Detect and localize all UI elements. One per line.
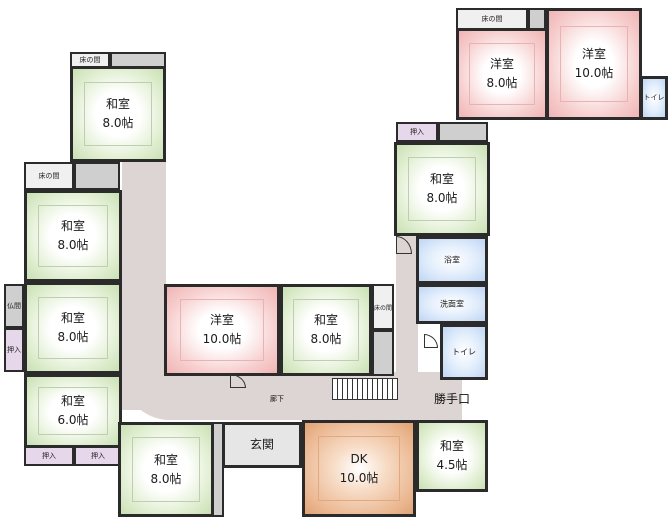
washroom-label: 洗面室: [440, 299, 464, 309]
room-name: 洋室: [581, 47, 606, 61]
room-name: 和室: [153, 452, 178, 467]
tatami-inner: [38, 205, 108, 267]
hallway-vertical-right: [396, 236, 418, 416]
tatami-inner: [293, 299, 359, 361]
room-label: 和室 6.0帖: [27, 392, 119, 430]
room-size: 8.0帖: [150, 471, 182, 486]
room-genkan: 玄関: [222, 422, 302, 468]
tatami-inner: [131, 437, 201, 502]
bath-label: 浴室: [444, 255, 460, 265]
room-size: 10.0帖: [339, 470, 379, 485]
room-youshitsu-center: 洋室 10.0帖: [164, 284, 280, 376]
tokonoma-center: 床の間: [372, 284, 394, 330]
room-name: DK: [350, 451, 368, 466]
room-label: 和室 8.0帖: [73, 95, 163, 133]
room-washitsu-bottom: 和室 8.0帖: [118, 422, 214, 517]
room-label: 洋室 10.0帖: [167, 311, 277, 349]
room-size: 4.5帖: [436, 458, 468, 472]
hallway-label: 廊下: [270, 395, 284, 403]
room-size: 8.0帖: [310, 332, 342, 346]
closet-bottom: [212, 422, 224, 517]
room-size: 8.0帖: [57, 330, 89, 344]
closet-center: [372, 330, 394, 376]
room-label: 和室 8.0帖: [121, 451, 211, 489]
closet-topright: [528, 8, 546, 30]
room-inner: [559, 25, 629, 103]
room-inner: [180, 299, 264, 361]
room-inner: [317, 435, 401, 502]
room-name: 和室: [60, 394, 85, 408]
room-label: DK 10.0帖: [305, 450, 413, 488]
genkan-label: 玄関: [249, 437, 274, 452]
room-youshitsu-topright-1: 洋室 8.0帖: [456, 28, 548, 120]
room-washitsu-left-2: 和室 8.0帖: [24, 282, 122, 374]
room-size: 6.0帖: [57, 413, 89, 427]
room-size: 8.0帖: [426, 191, 458, 205]
room-size: 8.0帖: [102, 116, 134, 130]
oshiire-right: 押入: [396, 122, 438, 142]
door-toilet[interactable]: [424, 334, 438, 348]
closet-left: [74, 162, 120, 190]
oshiire-bottom-1: 押入: [24, 446, 74, 466]
room-toilet-topright: トイレ: [640, 76, 668, 120]
room-washitsu-top: 和室 8.0帖: [70, 66, 166, 162]
tatami-inner: [38, 386, 108, 436]
room-washitsu-right: 和室 8.0帖: [394, 142, 490, 236]
room-name: 和室: [105, 97, 130, 111]
butsuma: 仏間: [4, 284, 24, 328]
hallway-vertical-left: [122, 160, 166, 410]
hallway-back: [440, 380, 462, 420]
room-size: 10.0帖: [574, 66, 614, 80]
tokonoma-topright: 床の間: [456, 8, 528, 30]
room-size: 10.0帖: [202, 332, 242, 346]
room-size: 8.0帖: [486, 76, 518, 90]
room-toilet: トイレ: [440, 324, 488, 380]
room-name: 和室: [429, 172, 454, 186]
room-name: 和室: [439, 439, 464, 453]
room-bath: 浴室: [416, 236, 488, 284]
room-label: 和室 8.0帖: [27, 217, 119, 255]
oshiire-left: 押入: [4, 328, 24, 372]
room-label: 洋室 10.0帖: [549, 45, 639, 83]
tatami-inner: [407, 157, 477, 221]
room-washitsu-left-3: 和室 6.0帖: [24, 374, 122, 448]
room-name: 洋室: [209, 313, 234, 327]
room-washroom: 洗面室: [416, 284, 488, 324]
room-washitsu-left-1: 和室 8.0帖: [24, 190, 122, 282]
room-label: 和室 8.0帖: [27, 309, 119, 347]
room-washitsu-small: 和室 4.5帖: [416, 420, 488, 492]
room-label: 和室 8.0帖: [397, 170, 487, 208]
toilet-label: トイレ: [452, 347, 476, 357]
room-name: 洋室: [489, 57, 514, 71]
room-label: 和室 8.0帖: [283, 311, 369, 349]
tokonoma-left: 床の間: [24, 162, 74, 190]
room-name: 和室: [60, 219, 85, 233]
room-youshitsu-topright-2: 洋室 10.0帖: [546, 8, 642, 120]
tatami-inner: [83, 81, 153, 147]
room-size: 8.0帖: [57, 238, 89, 252]
room-name: 和室: [313, 313, 338, 327]
room-dk: DK 10.0帖: [302, 420, 416, 517]
oshiire-bottom-2: 押入: [74, 446, 122, 466]
kitchen-door-label: 勝手口: [434, 392, 471, 406]
stairs: [332, 378, 398, 400]
room-washitsu-center: 和室 8.0帖: [280, 284, 372, 376]
toilet-label: トイレ: [643, 93, 665, 102]
room-name: 和室: [60, 311, 85, 325]
room-label: 洋室 8.0帖: [459, 55, 545, 93]
closet-right: [438, 122, 488, 142]
room-label: 和室 4.5帖: [419, 437, 485, 475]
tatami-inner: [38, 297, 108, 359]
room-inner: [469, 43, 535, 105]
